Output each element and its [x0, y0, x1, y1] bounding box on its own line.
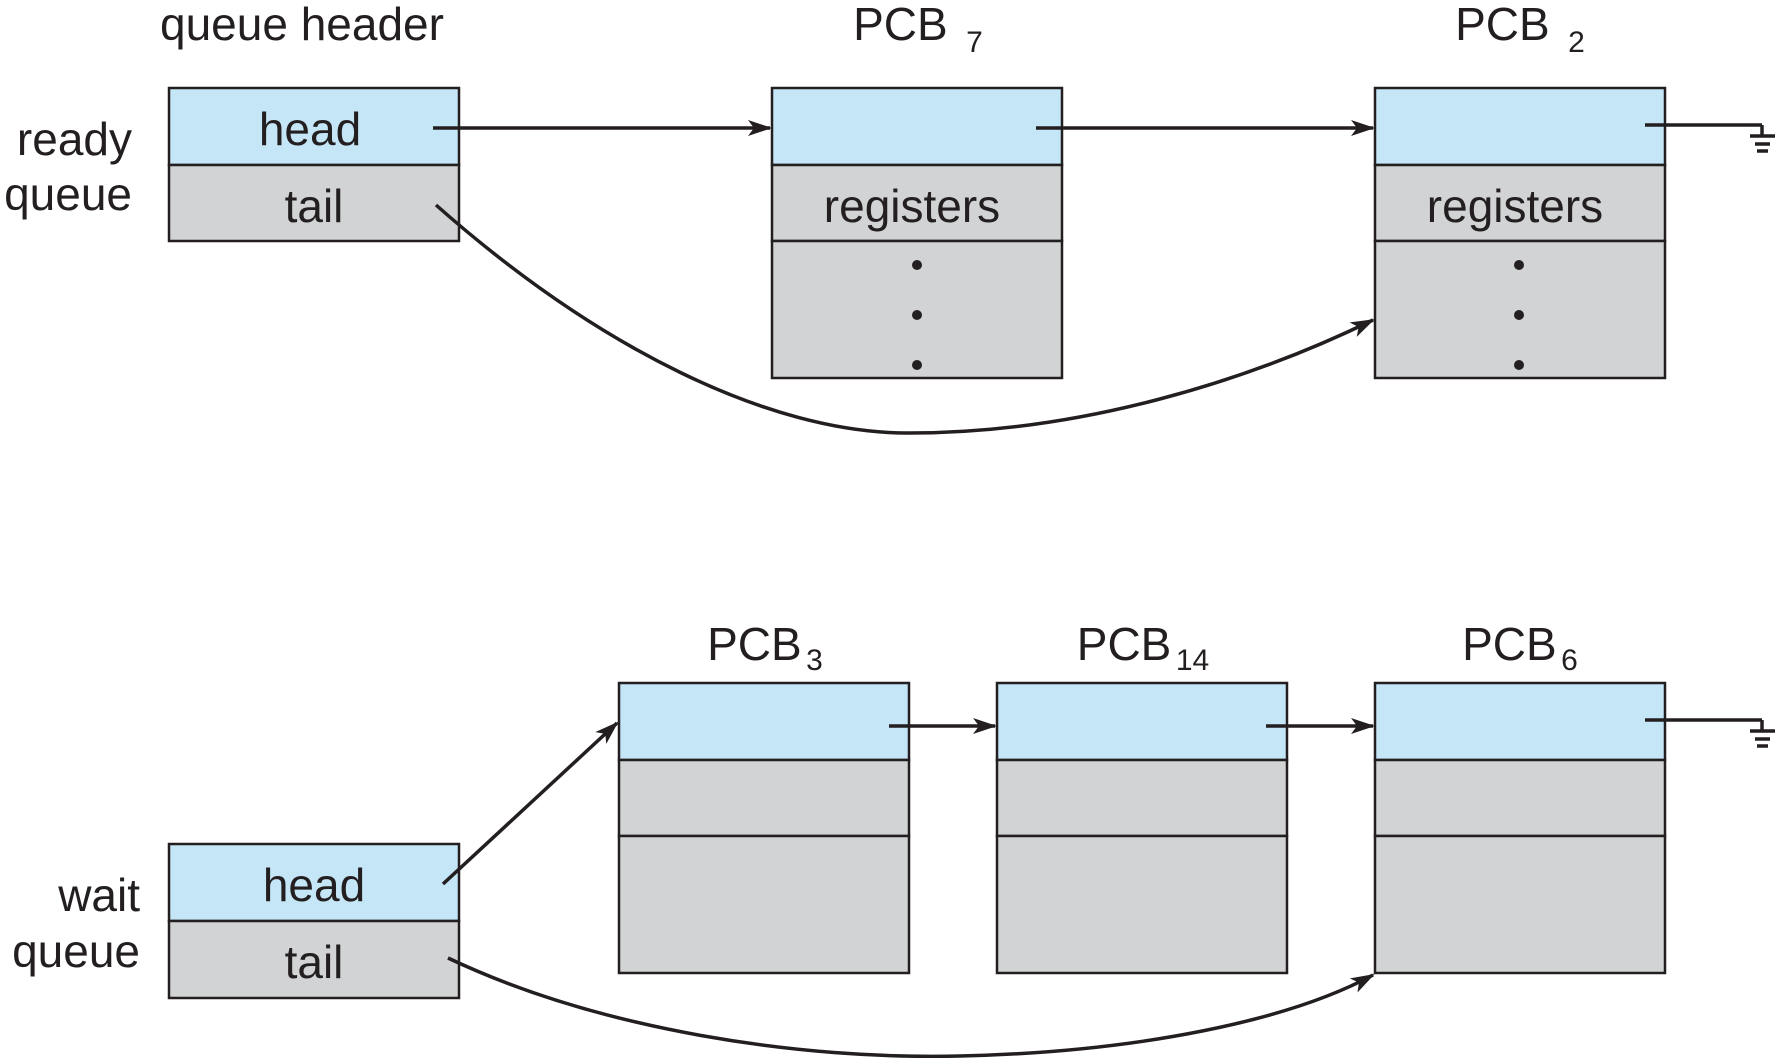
wait-head-to-pcb-3-arrow [441, 721, 619, 886]
wait-tail-cell [167, 919, 461, 1000]
pcb-2-block: PCB 2 registers [1373, 0, 1667, 380]
pcb-2-more-cell [1373, 239, 1667, 380]
pcb-14-next-pointer-cell [995, 681, 1289, 762]
null-pointer-ground-icon [1645, 718, 1775, 748]
queue-header-title: queue header [160, 0, 444, 50]
pcb-6-sub: 6 [1561, 644, 1578, 677]
pcb-3-sub: 3 [806, 644, 823, 677]
pcb-2-title: PCB 2 [1455, 0, 1585, 59]
ready-head-cell [167, 86, 461, 167]
ready-tail-to-pcb-2-arrow [434, 203, 1375, 435]
pcb-6-title: PCB 6 [1462, 618, 1578, 677]
pcb-7-base: PCB [853, 0, 948, 50]
pcb-14-field-cell [995, 758, 1289, 838]
pcb-3-field-cell [617, 758, 911, 838]
pcb-14-block: PCB 14 [995, 618, 1289, 975]
pcb-2-base: PCB [1455, 0, 1550, 50]
pcb-7-registers-label: registers [824, 180, 1000, 232]
ready-queue-header: head tail [167, 86, 461, 243]
pcb-3-block: PCB 3 [617, 618, 911, 975]
pcb-7-block: PCB 7 registers [770, 0, 1064, 380]
ready-tail-cell [167, 163, 461, 243]
pcb-14-base: PCB [1077, 618, 1172, 670]
pcb-2-sub: 2 [1568, 26, 1585, 59]
pcb-7-registers-cell [770, 163, 1064, 243]
pcb-7-next-pointer-cell [770, 86, 1064, 167]
wait-tail-to-pcb-6-arrow [447, 956, 1375, 1058]
ready-queue-label-line1: ready [17, 113, 132, 165]
pcb-7-title: PCB 7 [853, 0, 983, 59]
pcb-6-more-cell [1373, 834, 1667, 975]
pcb-14-title: PCB 14 [1077, 618, 1209, 677]
pcb-14-sub: 14 [1176, 644, 1209, 677]
pcb-3-title: PCB 3 [707, 618, 823, 677]
pcb-2-ellipsis [1514, 260, 1524, 370]
wait-queue-label-line1: wait [57, 869, 140, 921]
pcb-6-block: PCB 6 [1373, 618, 1667, 975]
ready-head-label: head [259, 103, 361, 155]
pcb-14-more-cell [995, 834, 1289, 975]
pcb-3-base: PCB [707, 618, 802, 670]
pcb-3-more-cell [617, 834, 911, 975]
pcb-7-sub: 7 [966, 26, 983, 59]
wait-head-cell [167, 842, 461, 923]
pcb-6-next-pointer-cell [1373, 681, 1667, 762]
wait-head-label: head [263, 859, 365, 911]
pcb-2-registers-cell [1373, 163, 1667, 243]
wait-tail-label: tail [285, 936, 344, 988]
pcb-2-next-pointer-cell [1373, 86, 1667, 167]
pcb-7-ellipsis [912, 260, 922, 370]
wait-queue-header: head tail [167, 842, 461, 1000]
ready-queue-label-line2: queue [4, 168, 132, 220]
null-pointer-ground-icon [1645, 123, 1775, 153]
pcb-6-base: PCB [1462, 618, 1557, 670]
pcb-2-registers-label: registers [1427, 180, 1603, 232]
ready-tail-label: tail [285, 180, 344, 232]
wait-queue-label-line2: queue [12, 925, 140, 977]
pcb-6-field-cell [1373, 758, 1667, 838]
pcb-3-next-pointer-cell [617, 681, 911, 762]
